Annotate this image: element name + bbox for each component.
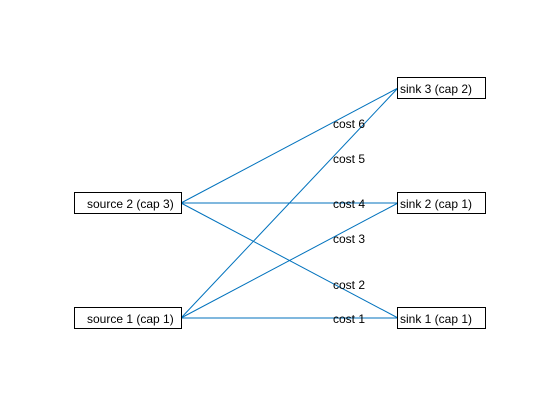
edge-label-cost-1: cost 1 [333, 312, 365, 326]
edge-label-cost-2: cost 2 [333, 278, 365, 292]
edge-labels: cost 1 cost 2 cost 3 cost 4 cost 5 cost … [333, 117, 365, 326]
sink-node-1-box [397, 307, 486, 329]
source-node-1-label: source 1 (cap 1) [87, 312, 174, 326]
source-node-2-box [74, 192, 182, 214]
source-node-1: source 1 (cap 1) [74, 307, 182, 329]
sink-node-3: sink 3 (cap 2) [397, 77, 486, 99]
sink-node-3-box [397, 77, 486, 99]
sink-node-2-box [397, 192, 486, 214]
edge-lines [180, 87, 399, 319]
edge-source2-sink3 [180, 87, 399, 204]
sink-node-1-label: sink 1 (cap 1) [400, 312, 472, 326]
edge-label-cost-6: cost 6 [333, 117, 365, 131]
edge-label-cost-3: cost 3 [333, 232, 365, 246]
edge-source1-sink2 [180, 202, 399, 319]
sink-node-2: sink 2 (cap 1) [397, 192, 486, 214]
edge-source1-sink3 [180, 87, 399, 319]
source-node-2-label: source 2 (cap 3) [87, 197, 174, 211]
sink-node-1: sink 1 (cap 1) [397, 307, 486, 329]
sink-node-3-label: sink 3 (cap 2) [400, 82, 472, 96]
sink-node-2-label: sink 2 (cap 1) [400, 197, 472, 211]
edge-label-cost-4: cost 4 [333, 197, 365, 211]
source-node-1-box [74, 307, 182, 329]
edge-label-cost-5: cost 5 [333, 152, 365, 166]
source-node-2: source 2 (cap 3) [74, 192, 182, 214]
